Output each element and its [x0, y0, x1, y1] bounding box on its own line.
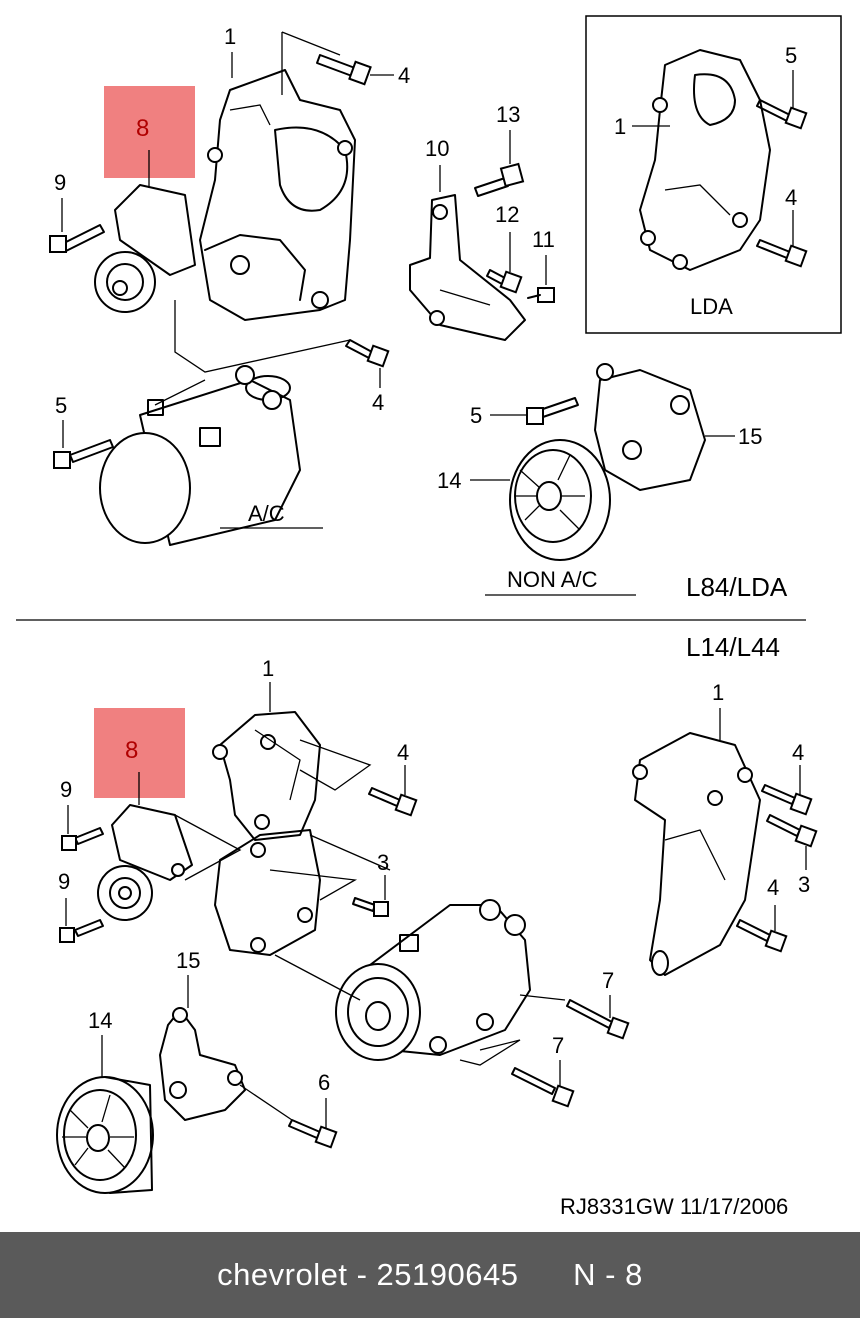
callout-4-bottom-right-upper: 4 [792, 740, 804, 765]
callout-1-top: 1 [224, 24, 236, 49]
bolt-4-bottom-upper[interactable] [368, 787, 418, 817]
callout-13: 13 [496, 102, 520, 127]
callout-9-bottom-upper: 9 [60, 777, 72, 802]
section-title-l14-l44: L14/L44 [686, 632, 780, 662]
non-ac-label: NON A/C [507, 567, 598, 592]
callout-14-top: 14 [437, 468, 461, 493]
callout-4-top-upper: 4 [398, 63, 410, 88]
callout-9-top: 9 [54, 170, 66, 195]
bolt-3-bottom-right[interactable] [766, 814, 818, 848]
bolt-5-top-right[interactable] [526, 397, 579, 425]
callout-7-bottom-upper: 7 [602, 968, 614, 993]
footer-gap [518, 1257, 573, 1293]
callout-9-bottom-lower: 9 [58, 869, 70, 894]
bracket-1-lda[interactable] [639, 49, 771, 271]
callout-5-lda: 5 [785, 43, 797, 68]
bolt-4-lda[interactable] [756, 239, 808, 268]
bracket-1-top[interactable] [199, 69, 356, 321]
callout-3-bottom-right: 3 [798, 872, 810, 897]
bolt-13[interactable] [474, 162, 525, 197]
bolt-3-bottom[interactable] [352, 897, 389, 917]
bolt-12[interactable] [486, 269, 523, 294]
callout-15-bottom: 15 [176, 948, 200, 973]
callout-4-lda: 4 [785, 185, 797, 210]
callout-4-bottom-upper: 4 [397, 740, 409, 765]
bolt-7-bottom-upper[interactable] [566, 999, 630, 1040]
callout-4-bottom-right-lower: 4 [767, 875, 779, 900]
bolt-6[interactable] [288, 1119, 338, 1149]
callout-7-bottom-lower: 7 [552, 1033, 564, 1058]
reference-code: RJ8331GW 11/17/2006 [560, 1194, 788, 1219]
parts-diagram: 8 1 4 9 4 [16, 15, 842, 1219]
bolt-9-bottom-lower[interactable] [59, 919, 104, 943]
bracket-15-top[interactable] [594, 363, 706, 491]
bolt-4-top-upper[interactable] [316, 54, 372, 86]
pulley-14-top[interactable] [509, 439, 611, 561]
tensioner-8-bottom[interactable] [97, 804, 193, 921]
callout-15-top: 15 [738, 424, 762, 449]
callout-14-bottom: 14 [88, 1008, 112, 1033]
pulley-14-bottom[interactable] [56, 1076, 154, 1194]
footer-separator: - [347, 1257, 377, 1292]
callout-8-bottom: 8 [125, 737, 138, 764]
footer-brand: chevrolet [217, 1257, 348, 1292]
callout-5-top-right: 5 [470, 403, 482, 428]
bolt-4-bottom-right-lower[interactable] [736, 919, 788, 953]
callout-1-bottom-right: 1 [712, 680, 724, 705]
lda-box-label: LDA [690, 294, 733, 319]
callout-1-lda: 1 [614, 114, 626, 139]
callout-10: 10 [425, 136, 449, 161]
bolt-11[interactable] [527, 287, 555, 303]
bolt-7-bottom-lower[interactable] [511, 1067, 575, 1108]
engine-bracket-bottom[interactable] [214, 829, 358, 956]
bolt-4-bottom-right-upper[interactable] [761, 784, 813, 816]
callout-11: 11 [532, 227, 555, 252]
callout-1-bottom-main: 1 [262, 656, 274, 681]
footer-bar: chevrolet - 25190645 N - 8 [0, 1232, 860, 1318]
callout-5-top-left: 5 [55, 393, 67, 418]
tensioner-8-top[interactable] [94, 184, 196, 313]
ac-compressor-bottom[interactable] [335, 899, 531, 1061]
bolt-4-top-lower[interactable] [345, 339, 390, 368]
callout-12: 12 [495, 202, 519, 227]
bolt-5-top-left[interactable] [53, 439, 114, 469]
callout-3-bottom-main: 3 [377, 850, 389, 875]
bolt-5-lda[interactable] [756, 99, 808, 130]
callout-8-top: 8 [136, 115, 149, 142]
footer-page: N - 8 [573, 1257, 643, 1292]
bracket-1-bottom-right[interactable] [632, 732, 761, 976]
callout-6: 6 [318, 1070, 330, 1095]
bracket-10[interactable] [409, 194, 526, 341]
bracket-15-bottom[interactable] [159, 1007, 246, 1121]
bracket-1-bottom[interactable] [212, 711, 321, 841]
ac-label: A/C [248, 501, 285, 526]
bolt-9-bottom-upper[interactable] [61, 827, 104, 851]
bolt-9-top[interactable] [49, 224, 105, 253]
ac-compressor-top[interactable] [99, 365, 301, 546]
footer-part-number: 25190645 [376, 1257, 519, 1292]
lda-inset-box [585, 15, 842, 334]
section-title-l84-lda: L84/LDA [686, 572, 788, 602]
callout-4-top-lower: 4 [372, 390, 384, 415]
